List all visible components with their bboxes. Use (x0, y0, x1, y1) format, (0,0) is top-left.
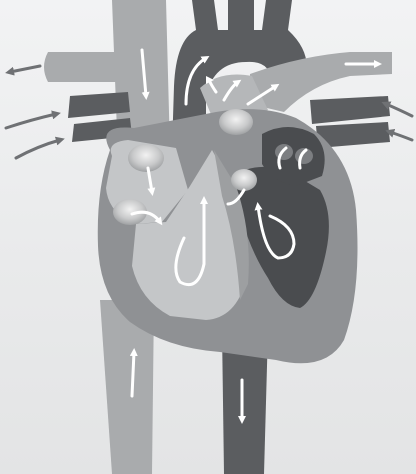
pulmonary-valve (219, 109, 253, 135)
mitral-valve-left (275, 144, 293, 160)
pulmonary-vein-left-upper-arrow (386, 104, 412, 116)
pulmonary-artery-left-arrow (10, 66, 40, 72)
pulmonary-vein-right-upper-arrow (6, 114, 56, 128)
ivc-up-arrow (132, 352, 134, 396)
pulmonary-vein-right-lower-arrow (16, 140, 60, 158)
aortic-valve (231, 169, 257, 191)
pulmonary-vein-left-lower-arrow (390, 132, 412, 140)
tricuspid-valve (128, 144, 164, 172)
left-pulmonary-vein-upper (310, 96, 390, 124)
